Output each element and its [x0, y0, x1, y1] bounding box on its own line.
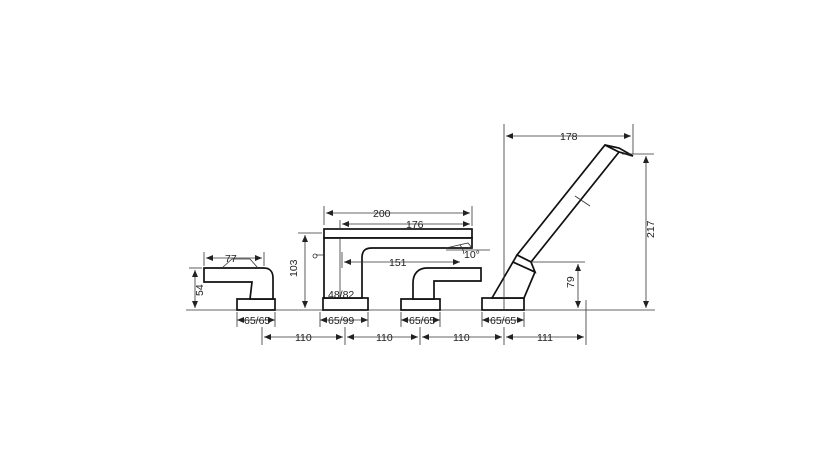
dim-handshower-height: 217 — [645, 220, 657, 238]
dim-spout-overall: 200 — [373, 208, 391, 220]
bath-spout — [312, 228, 473, 311]
dim-spout-angle: 10° — [464, 249, 480, 261]
dim-spout-height: 103 — [288, 259, 300, 277]
hand-shower — [481, 143, 634, 311]
dim-handshower-width: 178 — [560, 131, 578, 143]
dim-spacing-3: 110 — [453, 332, 470, 344]
dim-spacing-1: 110 — [295, 332, 312, 344]
dim-spout-inner: 176 — [406, 219, 424, 231]
lever-handle-right — [400, 267, 482, 311]
dim-base-1: 65/65 — [244, 315, 270, 327]
dim-base-4: 65/65 — [490, 315, 516, 327]
dim-spacing-2: 110 — [376, 332, 393, 344]
dim-lever-height: 54 — [194, 284, 206, 296]
lever-handle-left — [203, 258, 276, 311]
dim-base-3: 65/65 — [409, 315, 435, 327]
dim-lever-width: 77 — [225, 253, 237, 265]
dim-spout-reach: 151 — [389, 257, 407, 269]
dim-spout-small-base: 48/82 — [328, 289, 354, 301]
dim-spacing-4: 111 — [537, 332, 553, 344]
dim-holder-height: 79 — [565, 276, 577, 288]
dim-spout-base: 65/99 — [328, 315, 354, 327]
